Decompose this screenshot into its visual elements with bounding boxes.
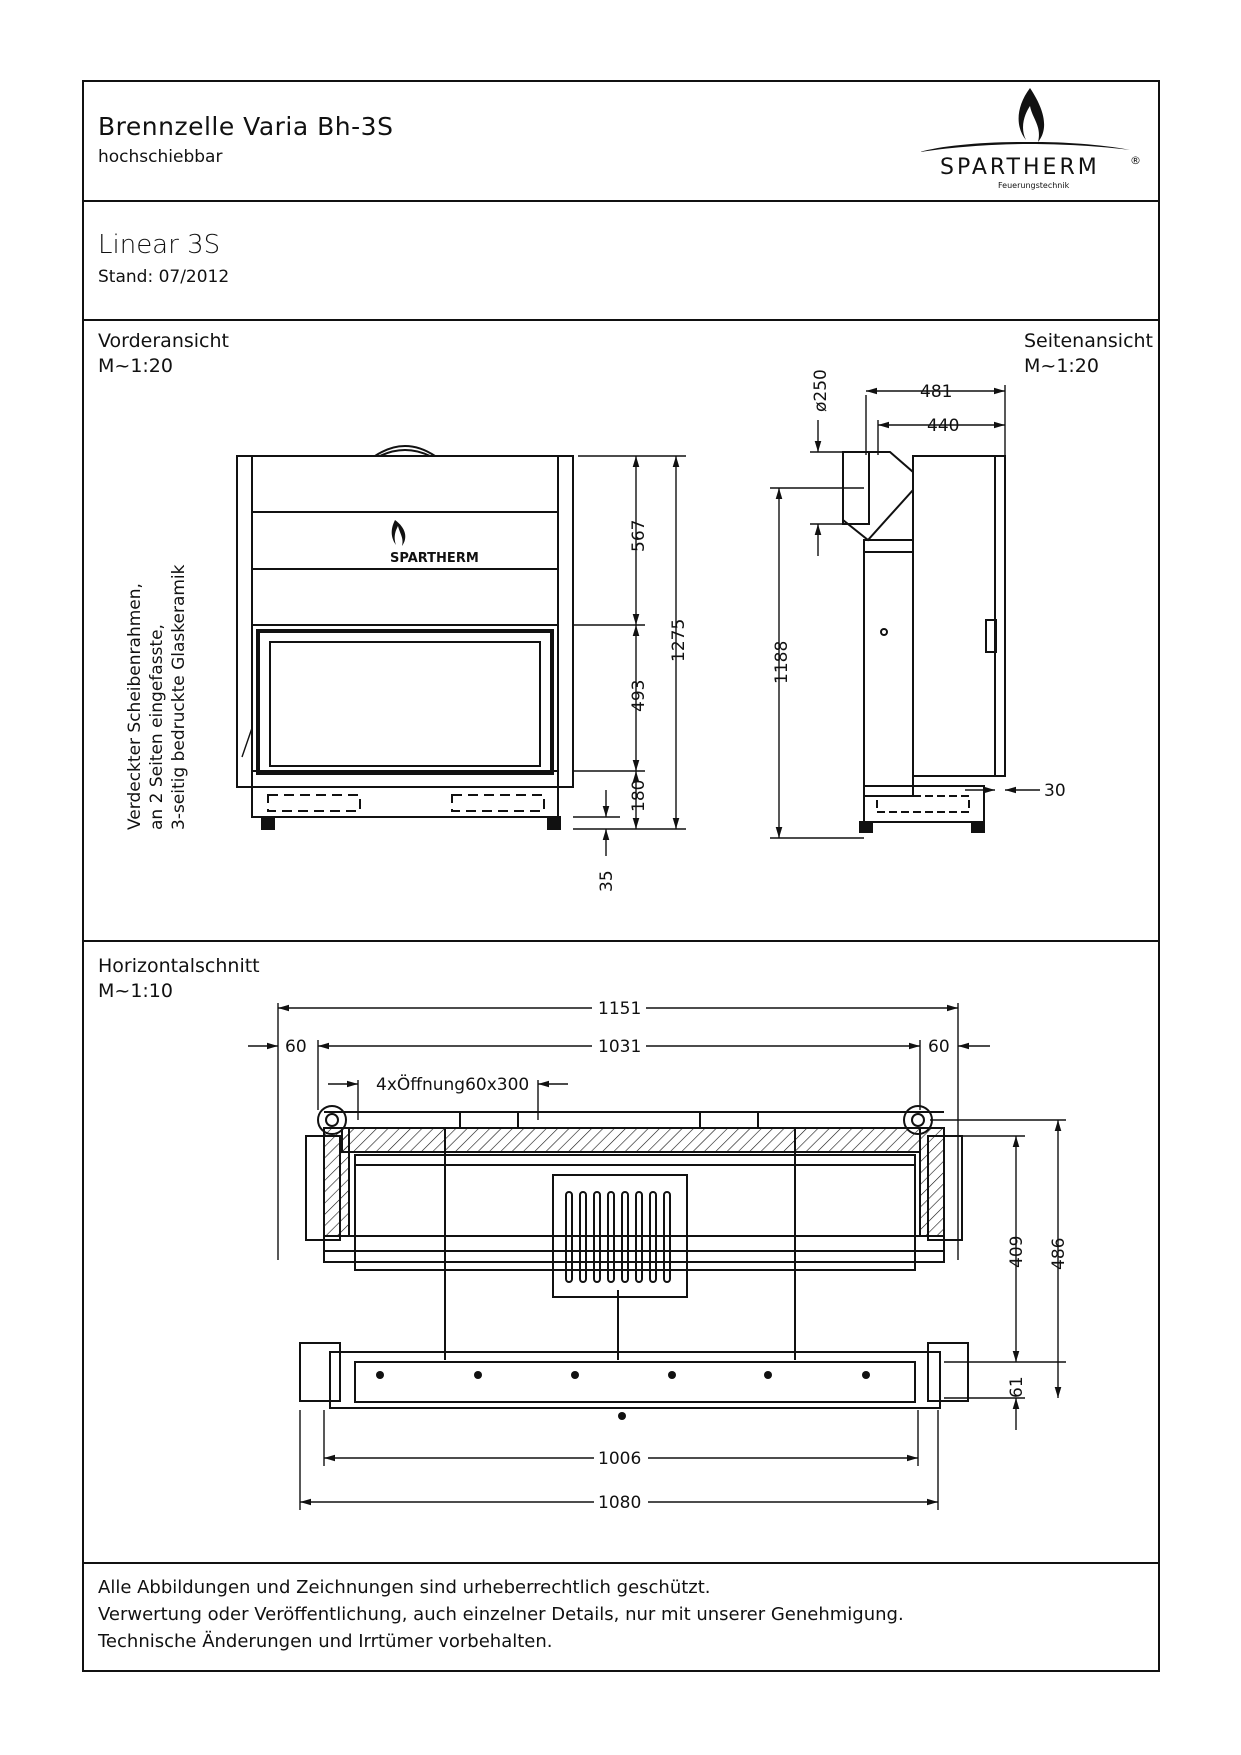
svg-text:Verdeckter Scheibenrahmen,: Verdeckter Scheibenrahmen, (125, 583, 145, 830)
door-flame-icon (391, 520, 406, 546)
svg-text:ø250: ø250 (811, 369, 831, 412)
door-logo-text: SPARTHERM (390, 551, 479, 566)
svg-text:481: 481 (920, 382, 952, 402)
svg-text:60: 60 (928, 1037, 950, 1057)
footer-line-1: Alle Abbildungen und Zeichnungen sind ur… (98, 1577, 711, 1598)
divider-model (84, 319, 1158, 321)
divider-views (84, 940, 1158, 942)
page-subtitle: hochschiebbar (98, 147, 223, 167)
svg-text:180: 180 (629, 780, 649, 812)
front-dim-labels: 567 493 1275 180 35 (597, 520, 689, 892)
footer-line-3: Technische Änderungen und Irrtümer vorbe… (98, 1631, 553, 1652)
svg-text:1031: 1031 (598, 1037, 641, 1057)
svg-text:®: ® (1130, 154, 1141, 167)
opening-note: 4xÖffnung60x300 (376, 1073, 529, 1095)
page-title: Brennzelle Varia Bh-3S (98, 112, 394, 141)
divider-footer (84, 1562, 1158, 1564)
svg-text:35: 35 (597, 870, 617, 892)
front-view-scale: M~1:20 (98, 355, 173, 377)
side-view-title: Seitenansicht (1024, 330, 1154, 352)
svg-text:1275: 1275 (669, 619, 689, 662)
svg-text:1006: 1006 (598, 1449, 641, 1469)
model-name: Linear 3S (98, 230, 221, 260)
svg-text:486: 486 (1049, 1238, 1069, 1270)
plan-dim-labels: 1151 1031 60 60 4xÖffnung60x300 409 486 … (285, 996, 1069, 1513)
svg-text:60: 60 (285, 1037, 307, 1057)
drawing-frame (82, 80, 1160, 1672)
spartherm-logo: SPARTHERM ® Feuerungstechnik (920, 78, 1150, 198)
side-dim-labels: ø250 481 440 1188 30 (772, 369, 1066, 801)
svg-text:567: 567 (629, 520, 649, 552)
svg-text:61: 61 (1007, 1376, 1027, 1398)
front-view-drawing (236, 445, 574, 830)
plan-view-drawing (299, 1105, 969, 1409)
svg-text:an 2 Seiten eingefasste,: an 2 Seiten eingefasste, (147, 624, 167, 830)
front-dimensions (573, 455, 686, 856)
plan-view-title: Horizontalschnitt (98, 955, 260, 977)
divider-header (84, 200, 1158, 202)
brand-tagline: Feuerungstechnik (998, 181, 1070, 190)
svg-text:1080: 1080 (598, 1493, 641, 1513)
svg-text:3-seitig bedruckte Glaskeramik: 3-seitig bedruckte Glaskeramik (169, 564, 189, 830)
side-view-scale: M~1:20 (1024, 355, 1099, 377)
side-dimensions (770, 385, 1040, 839)
front-callout: Verdeckter Scheibenrahmen, an 2 Seiten e… (125, 564, 189, 830)
plan-bolts (376, 1371, 870, 1420)
side-view-drawing (842, 451, 1006, 833)
footer-line-2: Verwertung oder Veröffentlichung, auch e… (98, 1604, 904, 1625)
model-date: Stand: 07/2012 (98, 267, 230, 287)
plan-view-scale: M~1:10 (98, 980, 173, 1002)
svg-text:1151: 1151 (598, 999, 641, 1019)
svg-text:493: 493 (629, 680, 649, 712)
flame-icon: SPARTHERM ® Feuerungstechnik (920, 88, 1141, 190)
svg-text:409: 409 (1007, 1236, 1027, 1268)
svg-text:440: 440 (927, 416, 959, 436)
svg-text:1188: 1188 (772, 641, 792, 684)
front-view-title: Vorderansicht (98, 330, 229, 352)
svg-text:30: 30 (1044, 781, 1066, 801)
brand-text: SPARTHERM (940, 155, 1100, 180)
